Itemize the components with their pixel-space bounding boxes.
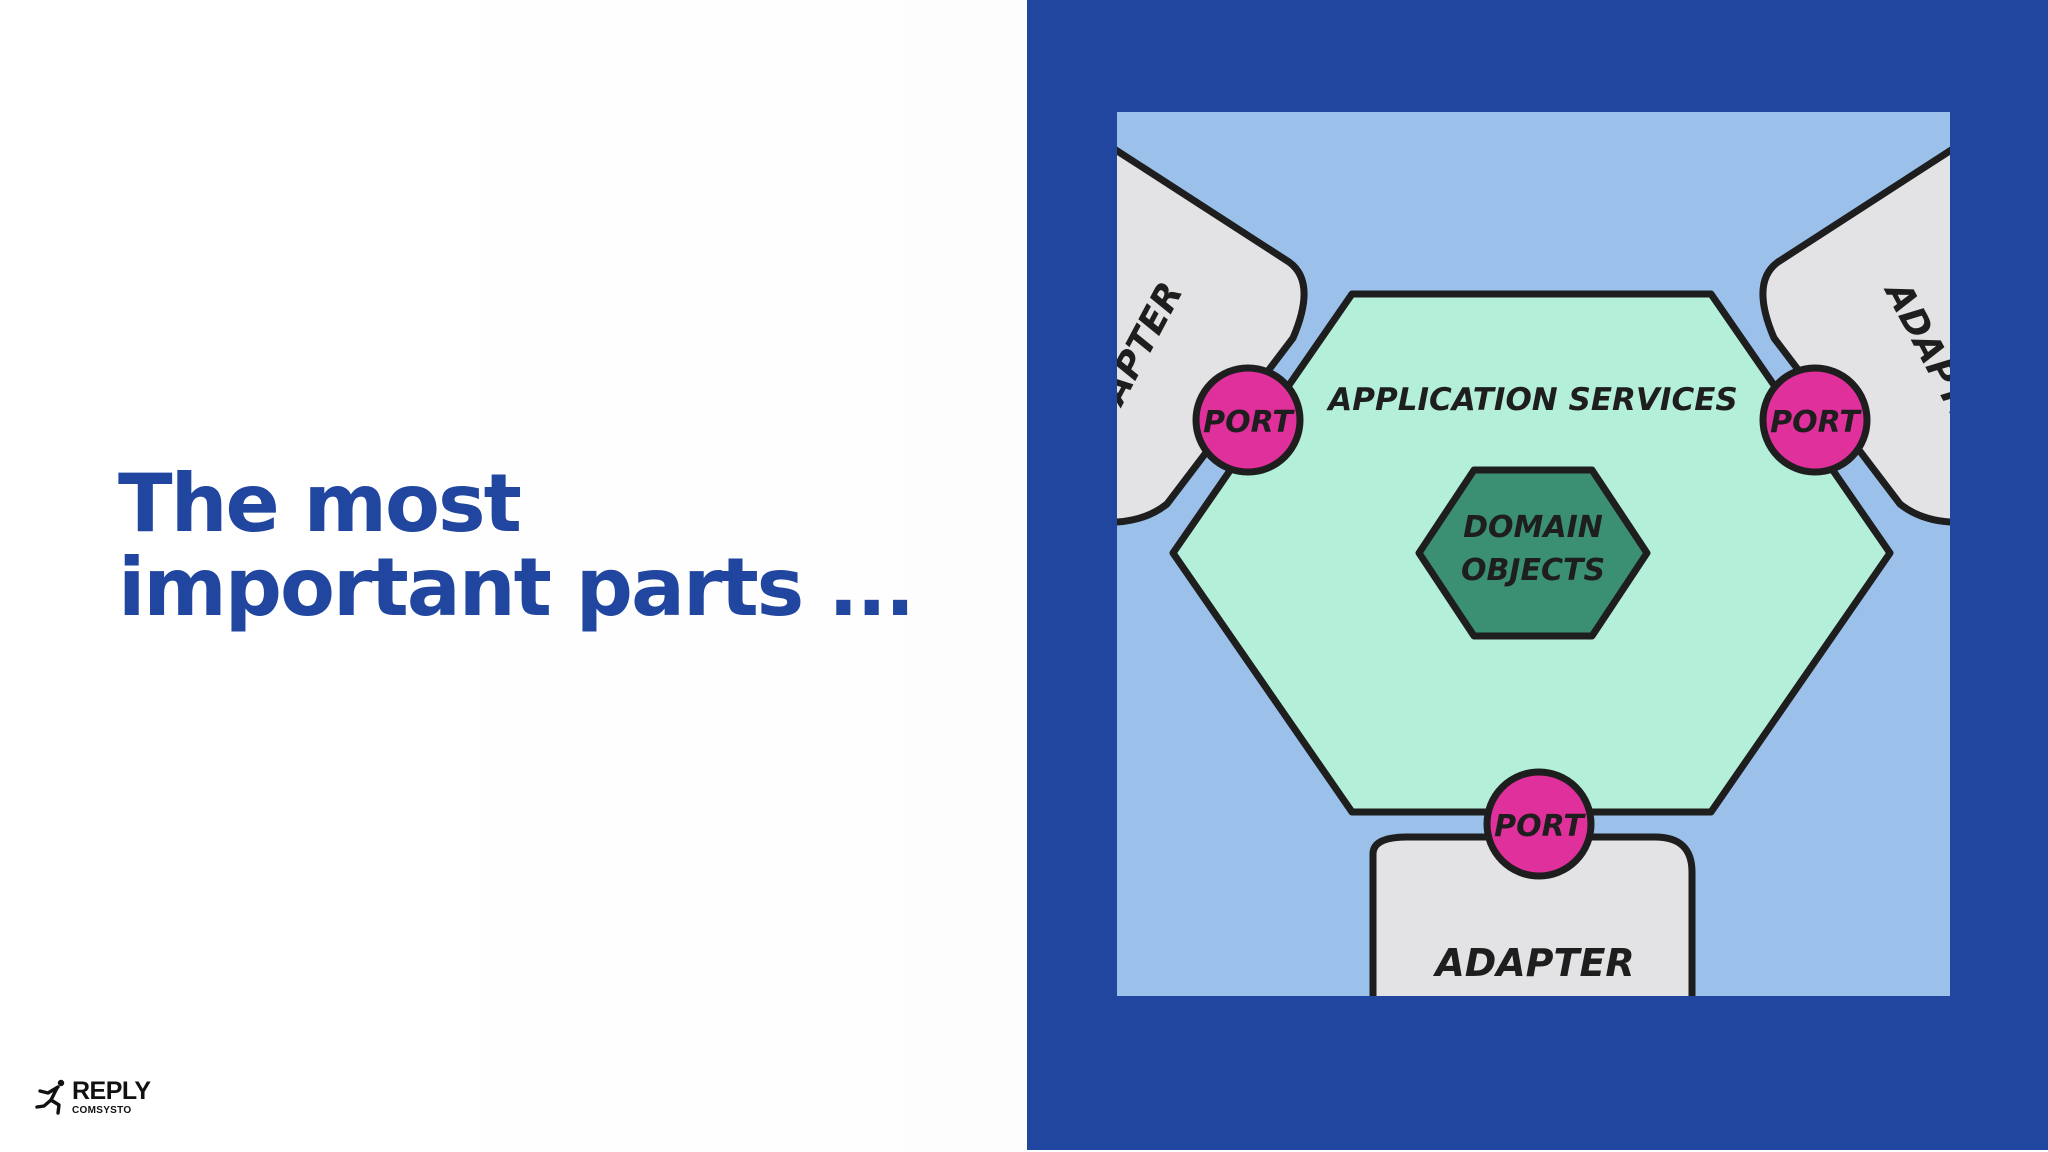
domain-objects-label-line-2: OBJECTS bbox=[1461, 553, 1605, 588]
logo-name: REPLY bbox=[72, 1077, 151, 1105]
port-left-label: PORT bbox=[1203, 405, 1295, 440]
port-bottom-label: PORT bbox=[1494, 809, 1586, 844]
port-right bbox=[1759, 364, 1871, 476]
reply-logo: REPLY COMSYSTO bbox=[34, 1078, 174, 1122]
slide-title: The most important parts ... bbox=[118, 457, 915, 634]
adapter-bottom bbox=[1369, 833, 1696, 996]
application-services-label: APPLICATION SERVICES bbox=[1325, 382, 1737, 418]
adapter-bottom-label: ADAPTER bbox=[1432, 941, 1634, 985]
hexagonal-architecture-diagram: ADAPTER ADAPTER ADAPTER APPLICATION SERV… bbox=[1117, 112, 1950, 996]
slide-left-panel: The most important parts ... REPLY COMSY… bbox=[0, 0, 1027, 1152]
slide-title-line-2: important parts ... bbox=[118, 541, 915, 634]
domain-objects-hexagon bbox=[1415, 466, 1651, 640]
port-left bbox=[1192, 364, 1304, 476]
adapter-right bbox=[1759, 146, 1950, 526]
port-right-label: PORT bbox=[1770, 405, 1862, 440]
running-figure-icon bbox=[35, 1079, 65, 1115]
domain-objects-label-line-1: DOMAIN bbox=[1463, 510, 1603, 545]
adapter-left bbox=[1117, 146, 1308, 526]
slide-title-line-1: The most bbox=[118, 457, 522, 550]
logo-subtitle: COMSYSTO bbox=[72, 1105, 132, 1116]
port-bottom bbox=[1483, 768, 1595, 880]
